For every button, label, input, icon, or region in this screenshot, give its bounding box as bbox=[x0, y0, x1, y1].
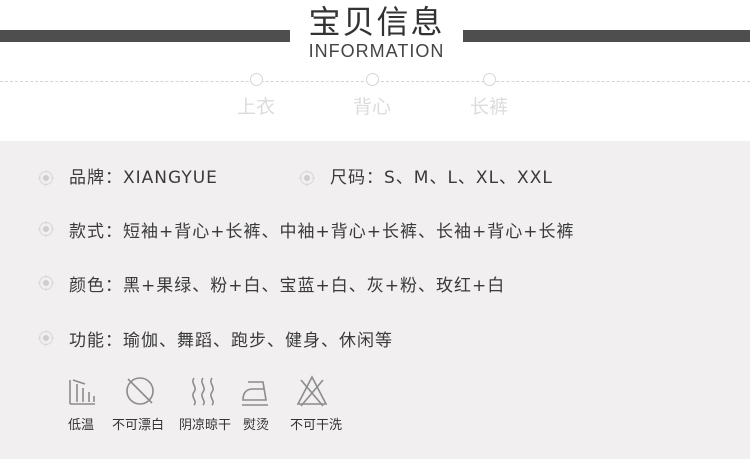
target-bullet-icon bbox=[299, 170, 315, 186]
care-label-low-temp: 低温 bbox=[68, 418, 95, 433]
style-text: 款式：短袖+背心+长裤、中袖+背心+长裤、长袖+背心+长裤 bbox=[69, 222, 575, 242]
target-bullet-icon bbox=[38, 170, 54, 186]
care-label-no-bleach: 不可漂白 bbox=[112, 418, 165, 433]
info-row-function: 功能：瑜伽、舞蹈、跑步、健身、休闲等 bbox=[0, 329, 750, 353]
brand-text: 品牌：XIANGYUE bbox=[69, 168, 218, 188]
page-subtitle: INFORMATION bbox=[308, 41, 445, 61]
no-bleach-icon bbox=[126, 377, 154, 405]
subtab-label: 背心 bbox=[352, 96, 391, 118]
shade-dry-icon bbox=[192, 377, 214, 406]
iron-icon bbox=[242, 381, 268, 406]
subtab-top: 上衣 bbox=[226, 73, 286, 119]
low-temperature-wash-icon bbox=[69, 379, 95, 405]
header-bar-left bbox=[0, 30, 290, 42]
subtab-label: 上衣 bbox=[236, 96, 275, 118]
care-label-no-dry-clean: 不可干洗 bbox=[290, 418, 343, 433]
subtab-label: 长裤 bbox=[469, 96, 508, 118]
care-label-shade-dry: 阴凉晾干 bbox=[179, 418, 232, 433]
circle-icon bbox=[249, 73, 263, 86]
page-title: 宝贝信息 bbox=[308, 3, 445, 41]
info-row-color: 颜色：黑+果绿、粉+白、宝蓝+白、灰+粉、玫红+白 bbox=[0, 274, 750, 298]
info-row-brand-size: 品牌：XIANGYUE 尺码：S、M、L、XL、XXL bbox=[0, 166, 750, 190]
header-bar-right bbox=[463, 30, 750, 42]
info-row-style: 款式：短袖+背心+长裤、中袖+背心+长裤、长袖+背心+长裤 bbox=[0, 220, 750, 244]
size-text: 尺码：S、M、L、XL、XXL bbox=[330, 168, 553, 188]
info-panel bbox=[0, 141, 750, 459]
color-text: 颜色：黑+果绿、粉+白、宝蓝+白、灰+粉、玫红+白 bbox=[69, 276, 506, 296]
subtab-pants: 长裤 bbox=[459, 73, 519, 119]
target-bullet-icon bbox=[38, 275, 54, 291]
no-dry-clean-icon bbox=[296, 375, 328, 407]
target-bullet-icon bbox=[38, 330, 54, 346]
care-label-iron: 熨烫 bbox=[243, 418, 270, 433]
target-bullet-icon bbox=[38, 221, 54, 237]
circle-icon bbox=[365, 73, 379, 86]
circle-icon bbox=[482, 73, 496, 86]
subtab-vest: 背心 bbox=[342, 73, 402, 119]
function-text: 功能：瑜伽、舞蹈、跑步、健身、休闲等 bbox=[69, 331, 393, 351]
